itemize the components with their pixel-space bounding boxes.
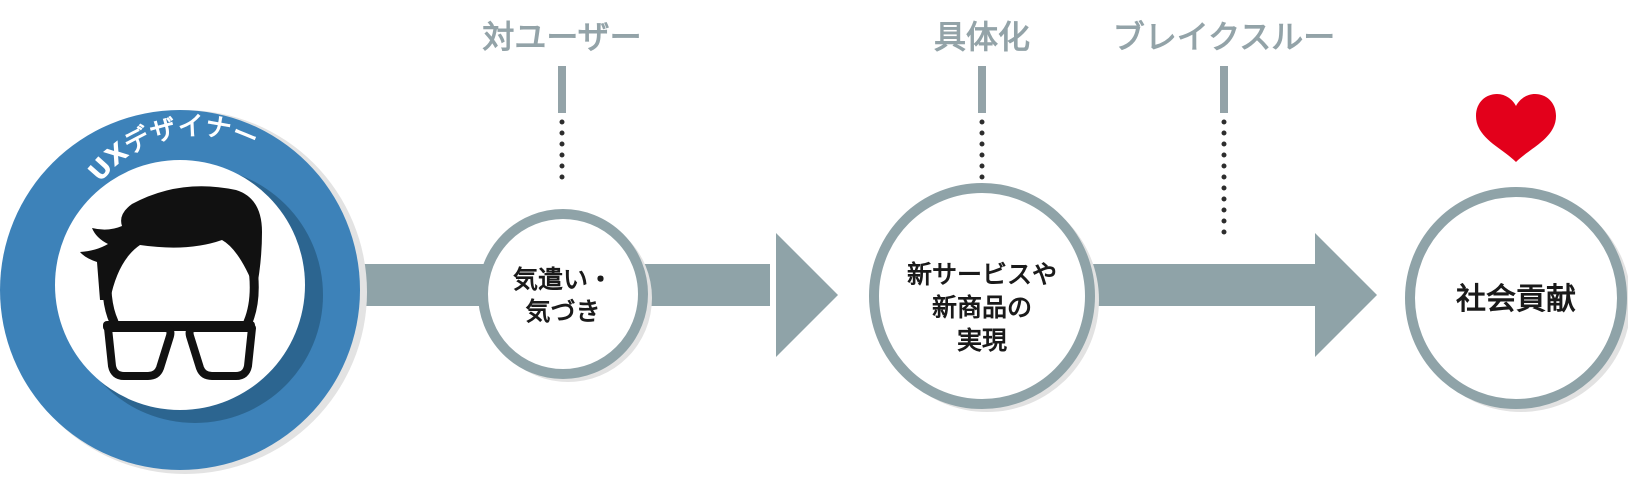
- goal-node: 社会貢献: [1405, 94, 1628, 412]
- glasses-icon: [103, 321, 256, 380]
- stage-concrete-line-1: 新サービスや: [907, 260, 1057, 289]
- stage-concrete-line-3: 実現: [957, 326, 1007, 355]
- stage-concrete-connector: [978, 66, 986, 113]
- stage-user-connector: [558, 66, 566, 113]
- stage-concrete-circle: [869, 183, 1095, 409]
- stage-user-top-label: 対ユーザー: [482, 18, 641, 56]
- flow-arrow-1: [776, 233, 838, 357]
- designer-node: UXデザイナー: [0, 110, 367, 474]
- stage-breakthrough: ブレイクスルー: [1113, 18, 1335, 245]
- stage-breakthrough-top-label: ブレイクスルー: [1113, 18, 1335, 56]
- stage-breakthrough-connector: [1220, 66, 1228, 113]
- stage-user: 対ユーザー 気遣い・ 気づき: [478, 18, 652, 382]
- stage-concrete-line-2: 新商品の: [932, 293, 1032, 322]
- stage-user-line-1: 気遣い・: [513, 265, 613, 294]
- designer-face-icon: [80, 186, 262, 380]
- stage-user-line-2: 気づき: [525, 297, 600, 326]
- stage-user-circle: [478, 209, 648, 379]
- flow-arrow-2: [1315, 233, 1377, 357]
- heart-icon: [1476, 94, 1556, 162]
- goal-circle: [1405, 187, 1627, 409]
- stage-concrete: 具体化 新サービスや 新商品の 実現: [869, 18, 1099, 412]
- stage-concrete-top-label: 具体化: [934, 18, 1030, 56]
- goal-label: 社会貢献: [1456, 282, 1576, 317]
